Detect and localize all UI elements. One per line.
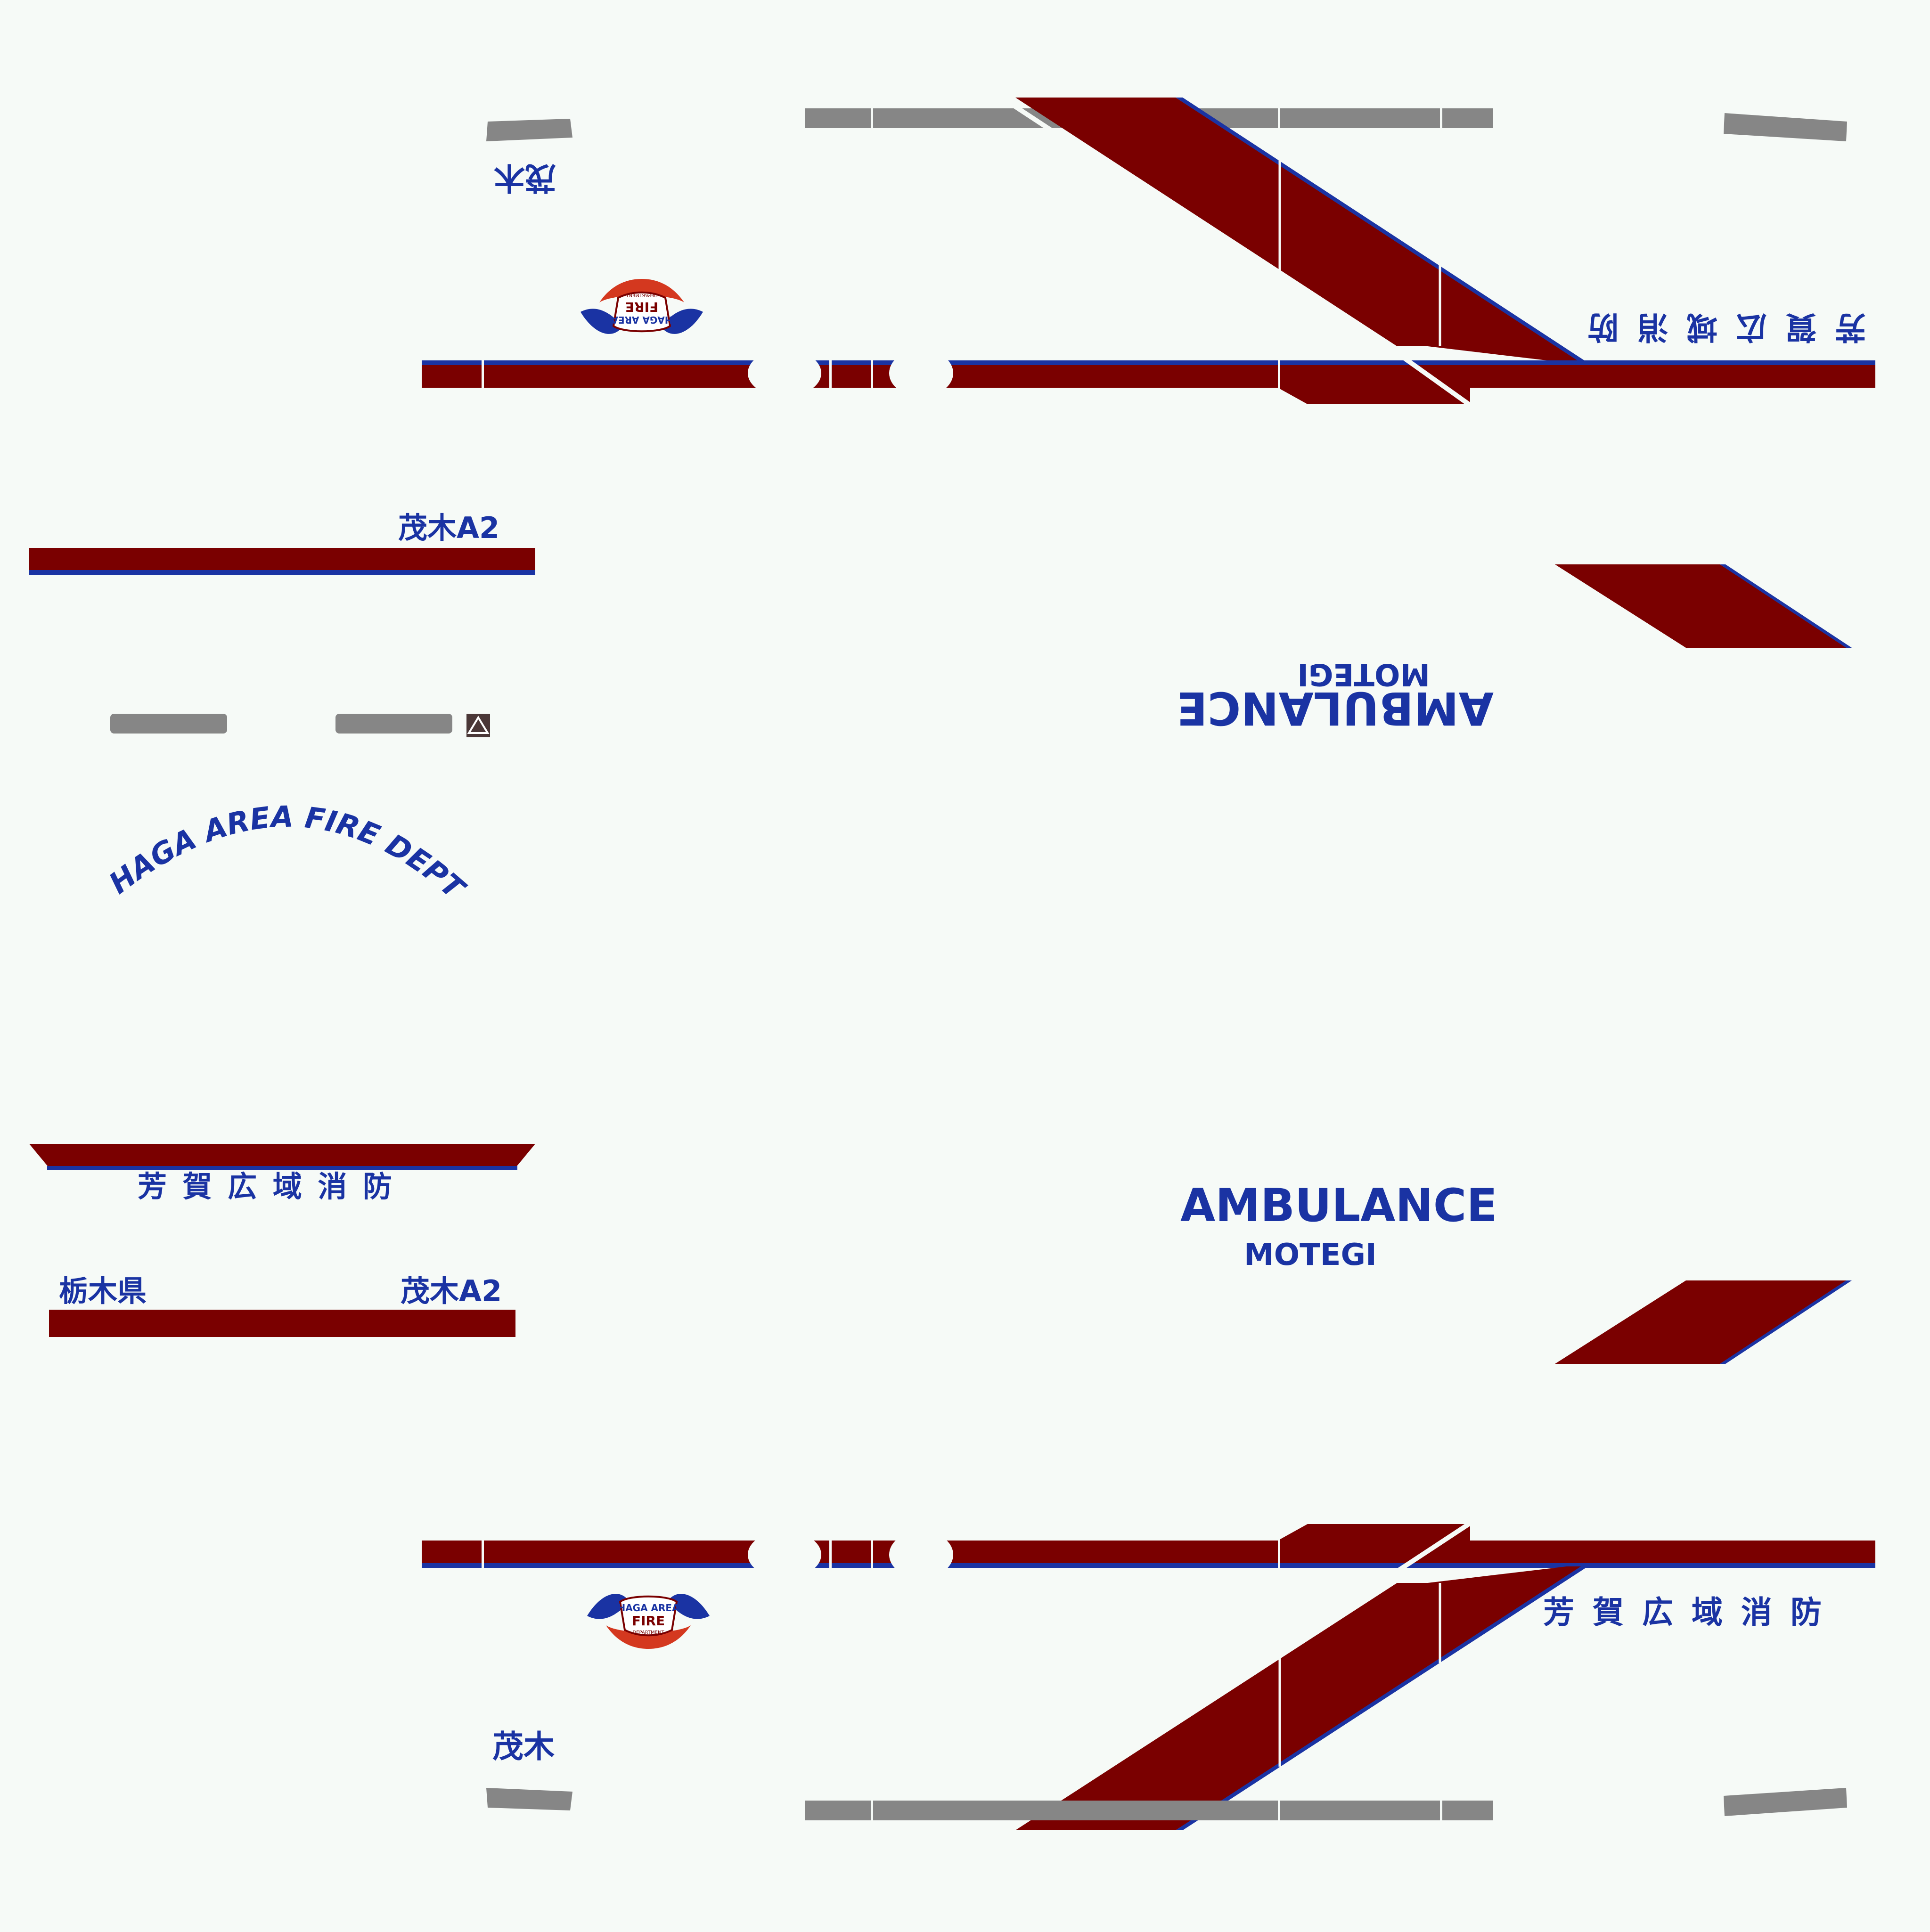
roof-stripe-blue-edge xyxy=(1720,1280,1852,1364)
window-divider xyxy=(871,1799,873,1821)
rear-band-blue-edge xyxy=(29,570,535,575)
window-divider xyxy=(1440,107,1442,130)
motegi-text: MOTEGI xyxy=(1244,1238,1377,1272)
dept-name-jp: 芳 賀 広 域 消 防 xyxy=(1543,1594,1825,1630)
front-band-blue-edge xyxy=(47,1166,517,1170)
motegi-text-mirrored: MOTEGI xyxy=(1297,657,1430,692)
band-seam xyxy=(482,360,484,389)
prefecture: 栃木県 xyxy=(59,1274,147,1308)
band-seam xyxy=(871,360,873,389)
rear-band xyxy=(29,548,535,572)
gray-strip xyxy=(110,714,227,734)
mirror-strip xyxy=(486,119,572,141)
roof-stripe-blue-edge xyxy=(1720,564,1852,648)
window-divider xyxy=(1440,1799,1442,1821)
mirror-strip xyxy=(486,1788,572,1810)
wheel-cutout xyxy=(889,350,953,397)
side-band-blue-edge xyxy=(422,360,1875,365)
side-band-blue-edge xyxy=(422,1563,1875,1568)
wheel-cutout xyxy=(748,1531,821,1578)
mirror-strip xyxy=(1724,1788,1847,1816)
dept-name-jp-front: 芳 賀 広 域 消 防 xyxy=(138,1169,395,1204)
dept-arc-text: HAGA AREA FIRE DEPT. xyxy=(0,0,473,907)
wheel-cutout xyxy=(889,1531,953,1578)
roof-stripe xyxy=(1555,1280,1851,1364)
logo-top-line: HAGA AREA xyxy=(611,314,673,326)
band-seam xyxy=(829,360,832,389)
rear-band-lower xyxy=(49,1310,515,1337)
side-band-notch xyxy=(1278,1524,1470,1541)
logo-middle-line: FIRE xyxy=(625,299,658,315)
window-divider xyxy=(1278,1799,1280,1821)
front-band xyxy=(29,1144,535,1168)
band-seam xyxy=(1278,1524,1280,1569)
diagonal-stripe xyxy=(1015,98,1587,363)
side-band-notch xyxy=(1278,388,1470,404)
wheel-cutout xyxy=(748,350,821,397)
band-seam xyxy=(829,1540,832,1568)
logo-middle-line: FIRE xyxy=(632,1613,665,1629)
window-divider xyxy=(871,107,873,130)
motegi-jp: 茂木 xyxy=(492,1728,555,1765)
logo-top-line: HAGA AREA xyxy=(617,1602,679,1614)
dept-name-jp-mirrored: 芳 賀 広 域 消 防 xyxy=(1584,309,1866,345)
motegi-jp-mirrored: 茂木 xyxy=(494,160,556,196)
band-seam xyxy=(871,1540,873,1568)
logo-bottom-line: DEPARTMENT xyxy=(626,293,658,298)
mirror-strip xyxy=(1724,113,1847,141)
unit-id-top: 茂木A2 xyxy=(398,511,499,545)
band-seam xyxy=(1278,360,1280,405)
panel-seam xyxy=(1002,97,1570,473)
window-divider xyxy=(1278,107,1280,130)
unit-id-bottom: 茂木A2 xyxy=(401,1274,502,1308)
window-strip xyxy=(805,1801,1493,1820)
ambulance-text: AMBULANCE xyxy=(1180,1179,1497,1232)
ambulance-text-mirrored: AMBULANCE xyxy=(1177,682,1494,734)
fire-dept-emblem-icon: HAGA AREA FIRE DEPARTMENT xyxy=(581,279,703,334)
gray-strip xyxy=(335,714,452,734)
panel-seam xyxy=(1002,1456,1570,1833)
roof-stripe xyxy=(1555,564,1851,648)
band-diagonal-gap xyxy=(1403,356,1472,408)
warning-triangle-icon xyxy=(466,714,490,737)
band-seam xyxy=(482,1540,484,1568)
fire-dept-emblem-icon: HAGA AREA FIRE DEPARTMENT xyxy=(587,1594,710,1649)
logo-bottom-line: DEPARTMENT xyxy=(632,1630,664,1635)
diagonal-stripe xyxy=(1015,1566,1587,1830)
